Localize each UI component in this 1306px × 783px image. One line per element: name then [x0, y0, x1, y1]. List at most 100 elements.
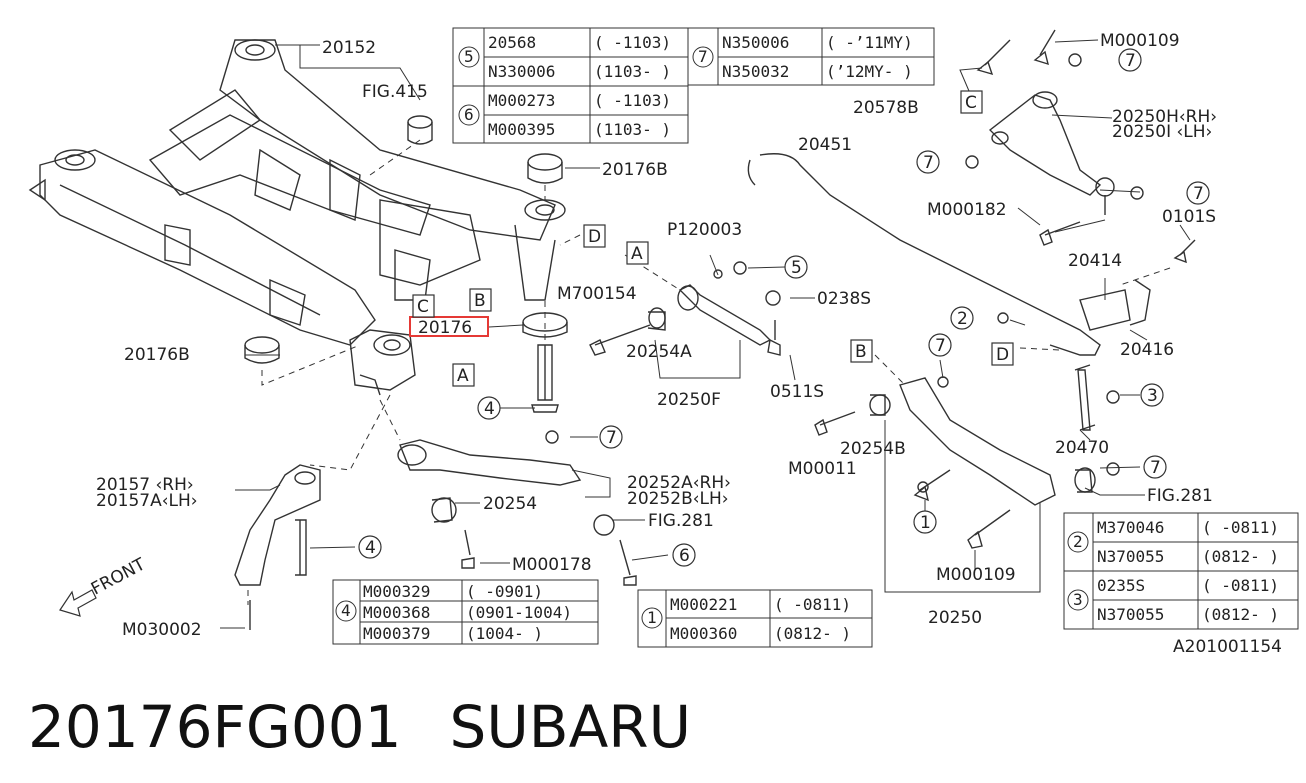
circle-7e: 7 [935, 336, 946, 356]
label-m000109-bot: M000109 [936, 565, 1016, 585]
circle-7b: 7 [923, 153, 934, 173]
label-m000178: M000178 [512, 555, 592, 575]
t57-idx5: 5 [464, 47, 474, 66]
lateral-link-drawing [647, 284, 781, 356]
circle-3: 3 [1147, 386, 1158, 406]
letter-d1: D [588, 227, 601, 247]
label-20416: 20416 [1120, 340, 1174, 360]
number-circle-text: 4 4 5 7 7 7 7 7 7 6 2 3 1 [365, 51, 1204, 566]
trailing-link-drawing [397, 439, 615, 536]
t1-idx: 1 [647, 608, 657, 627]
t57-r4-range: (1103- ) [594, 120, 671, 139]
t57-r1-part: 20568 [488, 33, 536, 52]
t23-r2-range: (0812- ) [1202, 547, 1279, 566]
label-20414: 20414 [1068, 251, 1122, 271]
circle-4b: 4 [365, 538, 376, 558]
table-1: 1 M000221 ( -0811) M000360 (0812- ) [637, 589, 873, 648]
t57-r2-part: N330006 [488, 62, 555, 81]
part-caption: 20176FG001 SUBARU [28, 682, 691, 772]
parts-diagram: 20152 FIG.415 20176B 20176B P120003 M700… [28, 27, 1299, 657]
t4-r2-range: (0901-1004) [466, 603, 572, 622]
table-2-3: 2 3 M370046 ( -0811) N370055 (0812- ) 02… [1063, 512, 1299, 630]
t23-r2-part: N370055 [1097, 547, 1164, 566]
highlight-box [409, 316, 489, 337]
table-5-6-7: 5 6 7 20568 ( -1103) N330006 (1103- ) M0… [452, 27, 935, 144]
label-20157: 20157 ‹RH› [96, 475, 194, 495]
t23-r3-range: ( -0811) [1202, 576, 1279, 595]
label-fig281-mid: FIG.281 [648, 511, 714, 531]
table-4: 4 M000329 ( -0901) M000368 (0901-1004) M… [332, 579, 599, 645]
label-fig281-right: FIG.281 [1147, 486, 1213, 506]
label-m00011: M00011 [788, 459, 857, 479]
part-number: 20176FG001 [28, 693, 402, 761]
circle-7d: 7 [606, 428, 617, 448]
label-m030002: M030002 [122, 620, 202, 640]
letter-b1: B [474, 291, 486, 311]
label-20250f: 20250F [657, 390, 721, 410]
circle-7c: 7 [1193, 184, 1204, 204]
t57-r6-range: (’12MY- ) [826, 62, 913, 81]
t23-r4-range: (0812- ) [1202, 605, 1279, 624]
t1-r2-part: M000360 [670, 624, 737, 643]
label-m700154: M700154 [557, 284, 637, 304]
letter-callout-text: A A B B C C D D [417, 93, 1009, 386]
t1-r1-part: M000221 [670, 595, 737, 614]
t23-r4-part: N370055 [1097, 605, 1164, 624]
t57-idx7: 7 [698, 47, 708, 66]
t57-r6-part: N350032 [722, 62, 789, 81]
t4-r3-part: M000379 [363, 624, 430, 643]
label-20254a: 20254A [626, 342, 692, 362]
circle-7f: 7 [1150, 458, 1161, 478]
label-20252b: 20252B‹LH› [627, 489, 729, 509]
t4-idx: 4 [341, 601, 351, 620]
label-m000109-top: M000109 [1100, 31, 1180, 51]
circle-6: 6 [679, 546, 690, 566]
label-20250i: 20250I ‹LH› [1112, 122, 1212, 142]
t23-r3-part: 0235S [1097, 576, 1145, 595]
t1-r2-range: (0812- ) [774, 624, 851, 643]
upper-bushing-drawing [244, 115, 568, 413]
t57-r3-range: ( -1103) [594, 91, 671, 110]
label-m000182: M000182 [927, 200, 1007, 220]
highlighted-part-20176[interactable]: 20176 [409, 316, 524, 338]
letter-c1: C [417, 297, 429, 317]
t57-r2-range: (1103- ) [594, 62, 671, 81]
label-front: FRONT [88, 554, 149, 599]
t57-idx6: 6 [464, 105, 474, 124]
circle-5: 5 [791, 258, 802, 278]
t23-idx3: 3 [1073, 590, 1083, 609]
letter-d2: D [996, 345, 1009, 365]
t4-r2-part: M000368 [363, 603, 430, 622]
bolts-drawing [461, 29, 1196, 586]
t4-r1-range: ( -0901) [466, 582, 543, 601]
label-0101s: 0101S [1162, 207, 1216, 227]
t57-r5-part: N350006 [722, 33, 789, 52]
number-circles [358, 48, 1210, 567]
t57-r1-range: ( -1103) [594, 33, 671, 52]
letter-a1: A [457, 366, 469, 386]
t23-r1-range: ( -0811) [1202, 518, 1279, 537]
rear-subframe-drawing [28, 39, 566, 346]
label-20157a: 20157A‹LH› [96, 491, 198, 511]
upper-arm-drawing [988, 91, 1115, 215]
label-20451: 20451 [798, 135, 852, 155]
letter-callouts [412, 90, 1014, 387]
label-20250: 20250 [928, 608, 982, 628]
label-20250h: 20250H‹RH› [1112, 107, 1217, 127]
brand-name: SUBARU [449, 693, 692, 761]
label-p120003: P120003 [667, 220, 742, 240]
t4-r3-range: (1004- ) [466, 624, 543, 643]
t23-idx2: 2 [1073, 532, 1083, 551]
circle-4a: 4 [484, 399, 495, 419]
label-20578b: 20578B [853, 98, 919, 118]
letter-a2: A [631, 244, 643, 264]
t4-r1-part: M000329 [363, 582, 430, 601]
circle-1: 1 [920, 513, 931, 533]
label-20176b-left: 20176B [124, 345, 190, 365]
dashed-leaders [247, 139, 1171, 605]
letter-b2: B [855, 342, 867, 362]
label-0511s: 0511S [770, 382, 824, 402]
letter-c2: C [965, 93, 977, 113]
label-20470: 20470 [1055, 438, 1109, 458]
t23-r1-part: M370046 [1097, 518, 1164, 537]
